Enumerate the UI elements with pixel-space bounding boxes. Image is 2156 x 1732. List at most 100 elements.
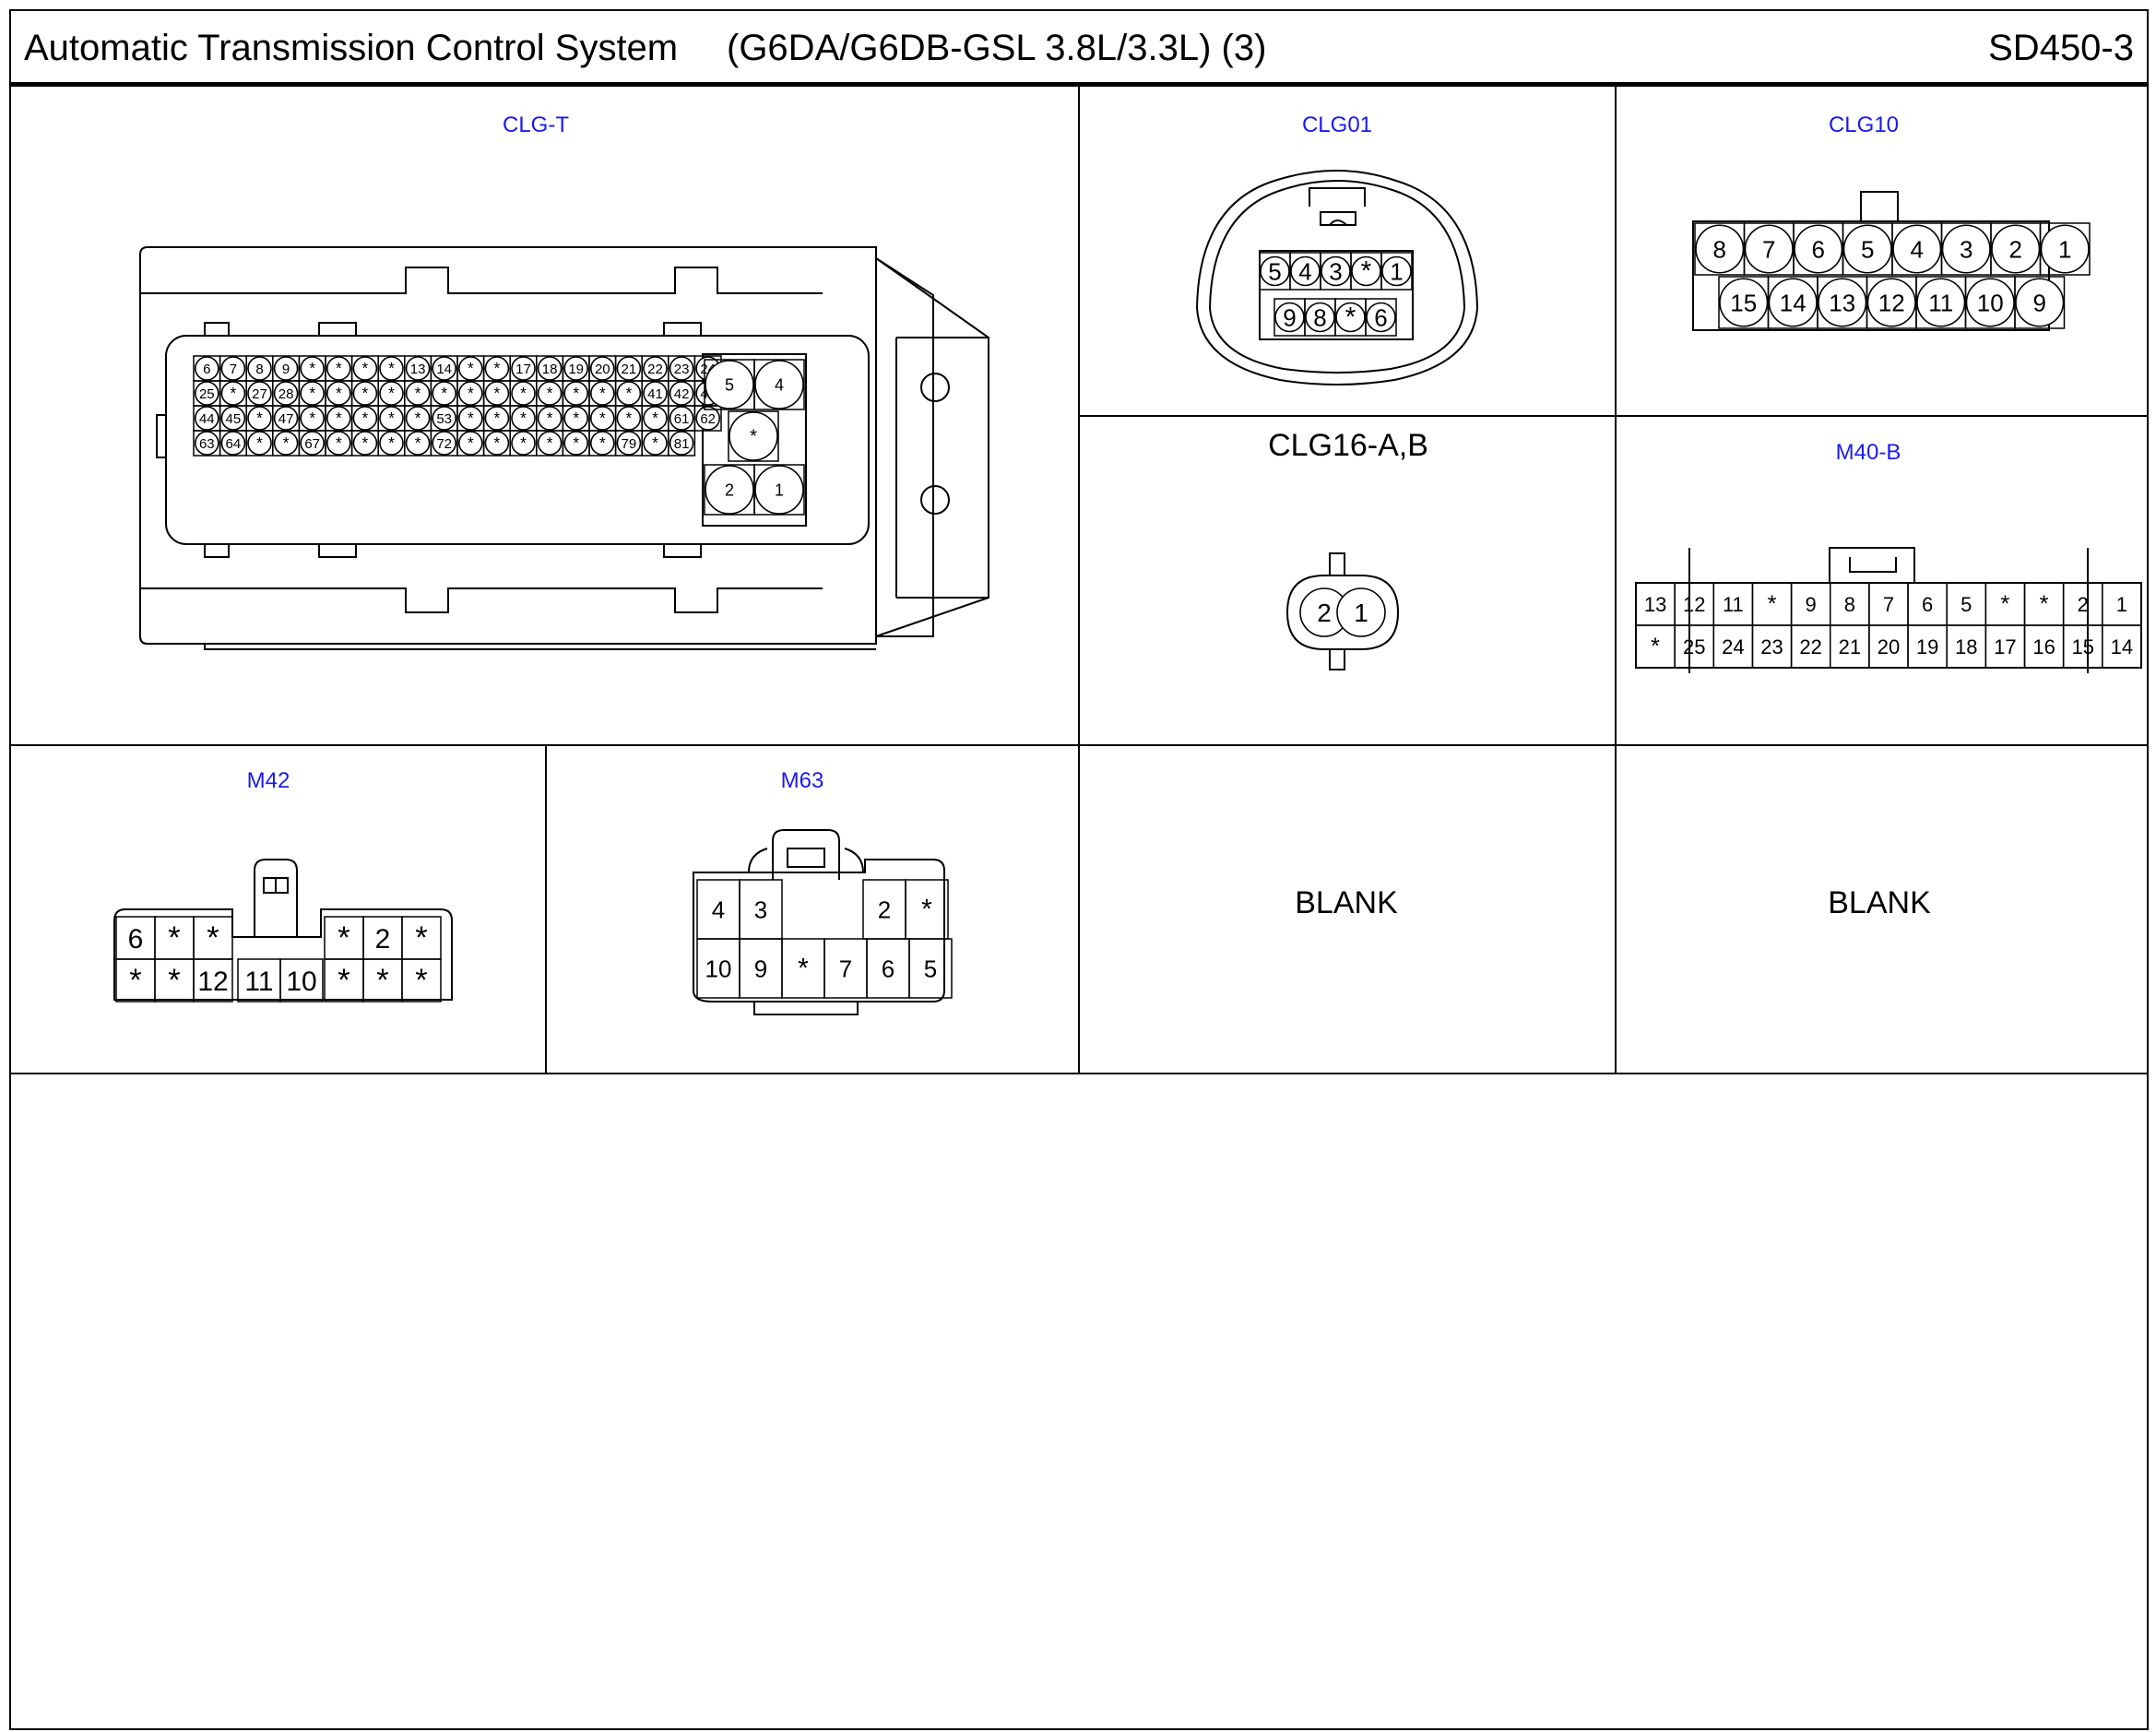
m42-pin: 2 [362, 916, 403, 960]
clg-t-pin: * [325, 380, 353, 407]
pin-label: 17 [1994, 635, 2016, 658]
pin-label: * [256, 433, 263, 452]
pin-label: 9 [1283, 303, 1296, 331]
pin-label: 4 [1911, 235, 1924, 263]
pin-label: * [573, 384, 579, 402]
pin-label: 21 [1839, 635, 1861, 658]
clg-t-pin: 25 [193, 380, 221, 407]
pin-label: * [129, 963, 141, 998]
pin-label: 19 [1916, 635, 1938, 658]
clg-t-pin: 64 [219, 430, 247, 457]
pin-label: 64 [226, 436, 242, 452]
clg01-pin: 1 [1380, 252, 1413, 291]
m42-pin: * [401, 916, 442, 960]
clg16-pin: 2 [1299, 587, 1349, 637]
clg01-housing [1195, 170, 1479, 386]
m63-pin: 2 [862, 879, 906, 940]
clg-t-pin: 18 [536, 355, 564, 382]
clg10-pin: 12 [1866, 276, 1917, 329]
m40b-pin: 22 [1790, 624, 1831, 669]
pin-label: 15 [1730, 289, 1757, 316]
pin-label: * [415, 433, 421, 452]
pin-label: * [336, 433, 342, 452]
clg10-pin: 15 [1718, 276, 1770, 329]
pin-label: * [547, 384, 553, 402]
pin-label: 18 [542, 362, 558, 377]
m63-pin: 7 [823, 938, 868, 999]
m40b-label: M40-B [1836, 440, 1901, 465]
pin-label: * [362, 384, 369, 402]
pin-label: * [494, 433, 501, 452]
pin-label: * [520, 433, 527, 452]
m40b-pin: 11 [1712, 582, 1754, 626]
clg-t-pin: * [482, 430, 511, 457]
m42-pin: 12 [193, 958, 233, 1002]
clg-t-pin: * [298, 405, 326, 432]
m40b-pin: 17 [1984, 624, 2026, 669]
clg-t-pin: 28 [272, 380, 301, 407]
pin-label: * [520, 384, 527, 402]
clg16-label: CLG16-A,B [1268, 428, 1428, 463]
clg-t-pin: 13 [404, 355, 432, 382]
m63-pin: 4 [696, 879, 740, 940]
pin-label: 1 [775, 480, 784, 499]
m40b-pin: 15 [2062, 624, 2103, 669]
clg-t-pin: * [404, 430, 432, 457]
clg01-pin: 5 [1259, 252, 1291, 291]
pin-label: 5 [924, 955, 937, 982]
clg-t-pin: * [456, 380, 485, 407]
pin-label: 2 [1317, 599, 1332, 627]
clg-t-pin: 41 [641, 380, 669, 407]
pin-label: 63 [199, 436, 215, 452]
pin-label: * [283, 433, 290, 452]
m40b-pin: 18 [1946, 624, 1987, 669]
pin-label: 14 [436, 362, 452, 377]
m42-housing [113, 859, 453, 1001]
pin-label: 28 [278, 386, 294, 402]
pin-label: 7 [1762, 235, 1775, 263]
clg-t-pin: * [536, 380, 564, 407]
clg-t-pin: 21 [614, 355, 643, 382]
pin-label: * [376, 963, 388, 998]
pin-label: * [1361, 255, 1372, 286]
pin-label: * [309, 359, 315, 377]
clg-t-label: CLG-T [503, 113, 569, 137]
pin-label: 7 [230, 362, 237, 377]
clg10-pin: 6 [1793, 222, 1844, 276]
clg10-pin: 9 [2014, 276, 2066, 329]
clg10-pin: 4 [1891, 222, 1943, 276]
clg-t-pin: * [430, 380, 458, 407]
clg01-pin: 8 [1304, 298, 1336, 337]
clg-t-pin: * [377, 405, 406, 432]
diagram-sheet: Automatic Transmission Control System (G… [9, 9, 2149, 1730]
pin-label: 3 [1960, 235, 1972, 263]
pin-label: * [338, 963, 349, 998]
pin-label: * [1768, 591, 1777, 617]
clg-t-housing [139, 246, 989, 650]
clg-t-power-pin: 4 [753, 359, 805, 410]
pin-label: 6 [882, 955, 894, 982]
pin-label: 2 [2078, 593, 2089, 616]
m63-label: M63 [781, 768, 824, 793]
pin-label: * [573, 433, 579, 452]
pin-label: 6 [1812, 235, 1825, 263]
m40b-pin: 6 [1907, 582, 1948, 626]
clg-t-pin: 8 [245, 355, 274, 382]
pin-label: 1 [1354, 599, 1368, 627]
pin-label: * [168, 920, 180, 955]
pin-label: 23 [1760, 635, 1783, 658]
pin-label: 4 [712, 896, 725, 923]
pin-label: 13 [1644, 593, 1666, 616]
clg-t-pin: * [588, 380, 617, 407]
pin-label: 6 [128, 924, 144, 955]
pin-label: * [362, 359, 369, 377]
clg-t-pin: * [641, 430, 669, 457]
m40b-pin: 5 [1946, 582, 1987, 626]
clg-t-pin: * [298, 355, 326, 382]
pin-label: * [626, 384, 633, 402]
m42-pin: 11 [237, 958, 281, 1002]
pin-label: * [921, 894, 932, 924]
grid-lines [11, 87, 2147, 1074]
pin-label: 25 [199, 386, 215, 402]
